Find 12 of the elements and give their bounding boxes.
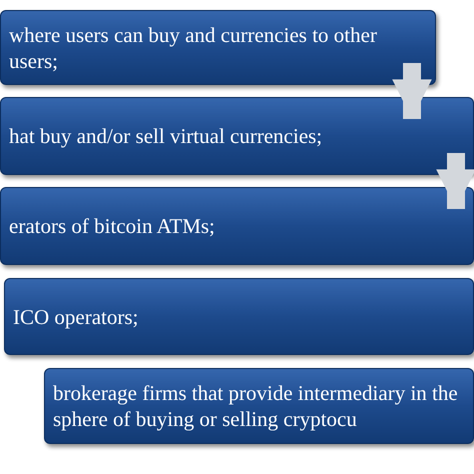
arrow [392, 63, 432, 119]
step-text: hat buy and/or sell virtual currencies; [9, 123, 324, 149]
arrow [436, 153, 474, 209]
process-box [0, 97, 474, 175]
step-text: brokerage firms that provide intermediary in the sphere of buying or selling cryptocu [53, 380, 459, 432]
step-text: ICO operators; [13, 304, 140, 330]
step-text: erators of bitcoin ATMs; [9, 213, 216, 239]
process-box [0, 187, 474, 265]
process-box [44, 368, 474, 444]
step-text: where users can buy and currencies to other users; [9, 22, 378, 74]
process-box [4, 278, 474, 355]
process-box [0, 10, 436, 85]
